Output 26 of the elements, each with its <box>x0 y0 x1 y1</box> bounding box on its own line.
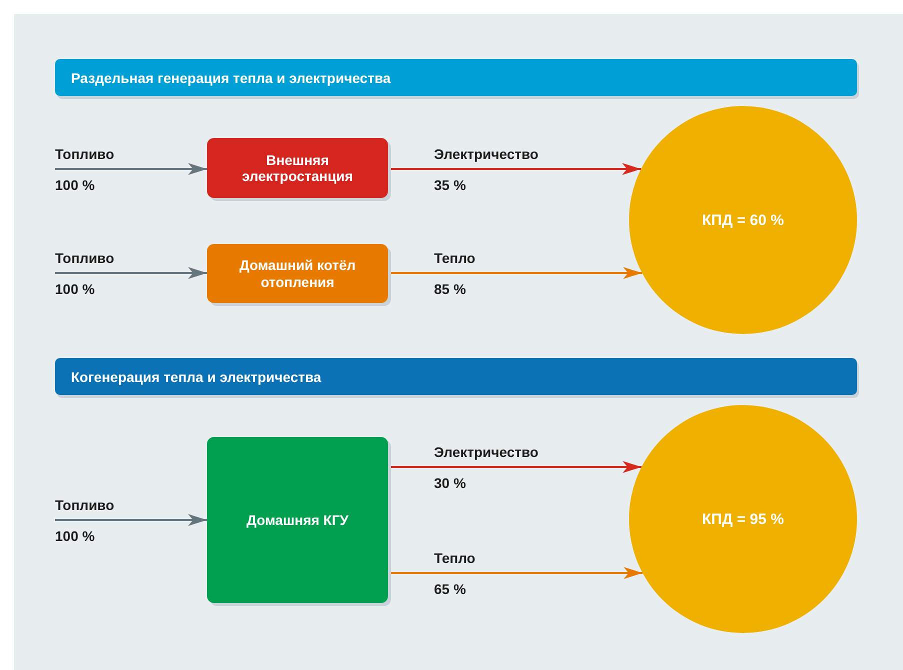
percentage-label: 30 % <box>434 475 466 491</box>
percentage-label: 100 % <box>55 281 95 297</box>
percentage-label: 85 % <box>434 281 466 297</box>
arrow <box>55 267 207 279</box>
edge-label: Топливо <box>55 497 114 513</box>
arrow <box>388 567 643 579</box>
arrow <box>55 163 207 175</box>
process-box: Домашняя КГУ <box>207 437 388 603</box>
section-header-bar: Когенерация тепла и электричества <box>55 358 857 395</box>
process-box: Домашний котёл отопления <box>207 244 388 303</box>
arrow <box>55 514 207 526</box>
edge-label: Тепло <box>434 550 476 566</box>
percentage-label: 100 % <box>55 177 95 193</box>
percentage-label: 35 % <box>434 177 466 193</box>
edge-label: Электричество <box>434 146 538 162</box>
process-box: Внешняя электростанция <box>207 138 388 198</box>
percentage-label: 65 % <box>434 581 466 597</box>
section-header-bar: Раздельная генерация тепла и электричества <box>55 59 857 96</box>
edge-label: Электричество <box>434 444 538 460</box>
arrow <box>388 461 642 473</box>
arrow <box>388 267 642 279</box>
edge-label: Тепло <box>434 250 476 266</box>
edge-label: Топливо <box>55 146 114 162</box>
edge-label: Топливо <box>55 250 114 266</box>
arrow <box>388 163 642 175</box>
percentage-label: 100 % <box>55 528 95 544</box>
